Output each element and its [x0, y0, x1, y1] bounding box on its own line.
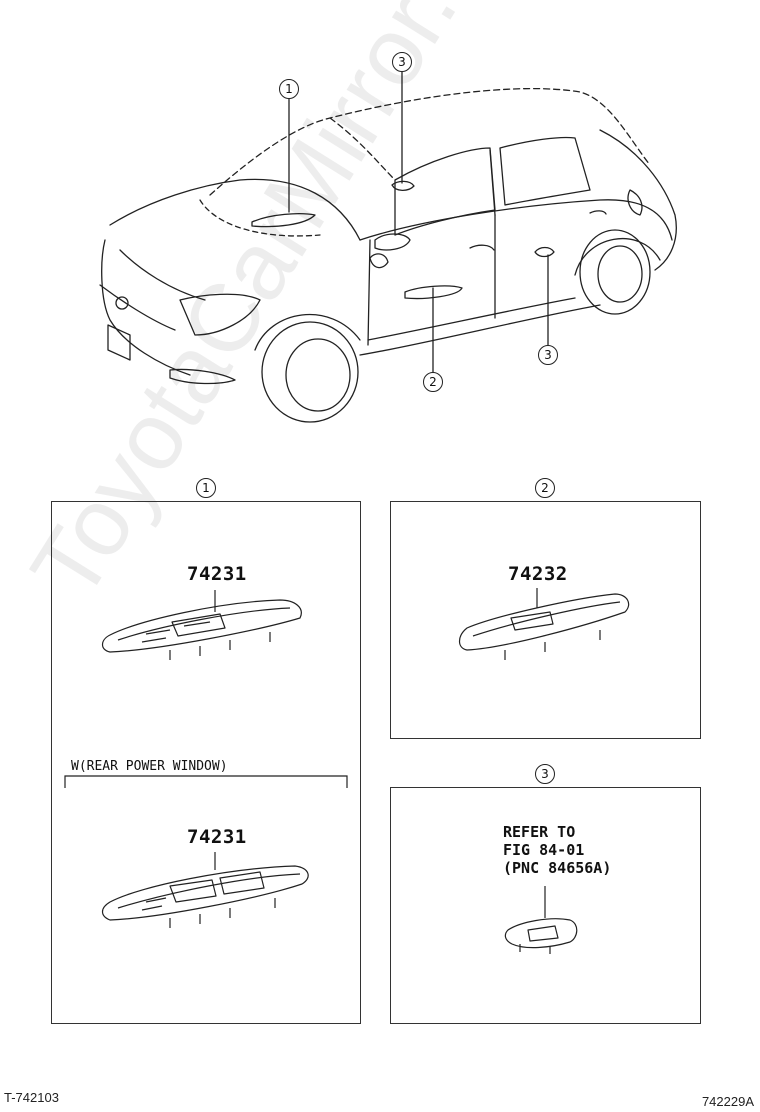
callout-3-car-side[interactable]: 3	[538, 345, 558, 365]
callout-1-car[interactable]: 1	[279, 79, 299, 99]
variant-label-rear-power-window: W(REAR POWER WINDOW)	[71, 759, 228, 774]
panel-2	[390, 501, 701, 739]
part-number-74232: 74232	[508, 563, 568, 585]
master-switch-74231-rear	[101, 852, 309, 928]
panel-1-callout[interactable]: 1	[196, 478, 216, 498]
window-switch-74232	[458, 588, 630, 660]
refer-line-2: FIG 84-01	[503, 841, 585, 859]
refer-note: REFER TO FIG 84-01 (PNC 84656A)	[503, 823, 611, 877]
callout-3-car-top[interactable]: 3	[392, 52, 412, 72]
part-number-74231-bottom: 74231	[187, 826, 247, 848]
callout-2-car[interactable]: 2	[423, 372, 443, 392]
master-switch-74231	[101, 590, 302, 660]
refer-line-3: (PNC 84656A)	[503, 859, 612, 877]
figure-code-right: 742229A	[701, 1094, 754, 1109]
figure-code-left: T-742103	[4, 1090, 59, 1105]
refer-line-1: REFER TO	[503, 823, 576, 841]
panel-2-callout[interactable]: 2	[535, 478, 555, 498]
car-illustration	[99, 71, 677, 423]
variant-bracket	[64, 775, 348, 788]
part-number-74231-top: 74231	[187, 563, 247, 585]
panel-3-callout[interactable]: 3	[535, 764, 555, 784]
panel-1	[51, 501, 361, 1024]
rear-window-switch	[504, 886, 578, 954]
panel-3	[390, 787, 701, 1024]
